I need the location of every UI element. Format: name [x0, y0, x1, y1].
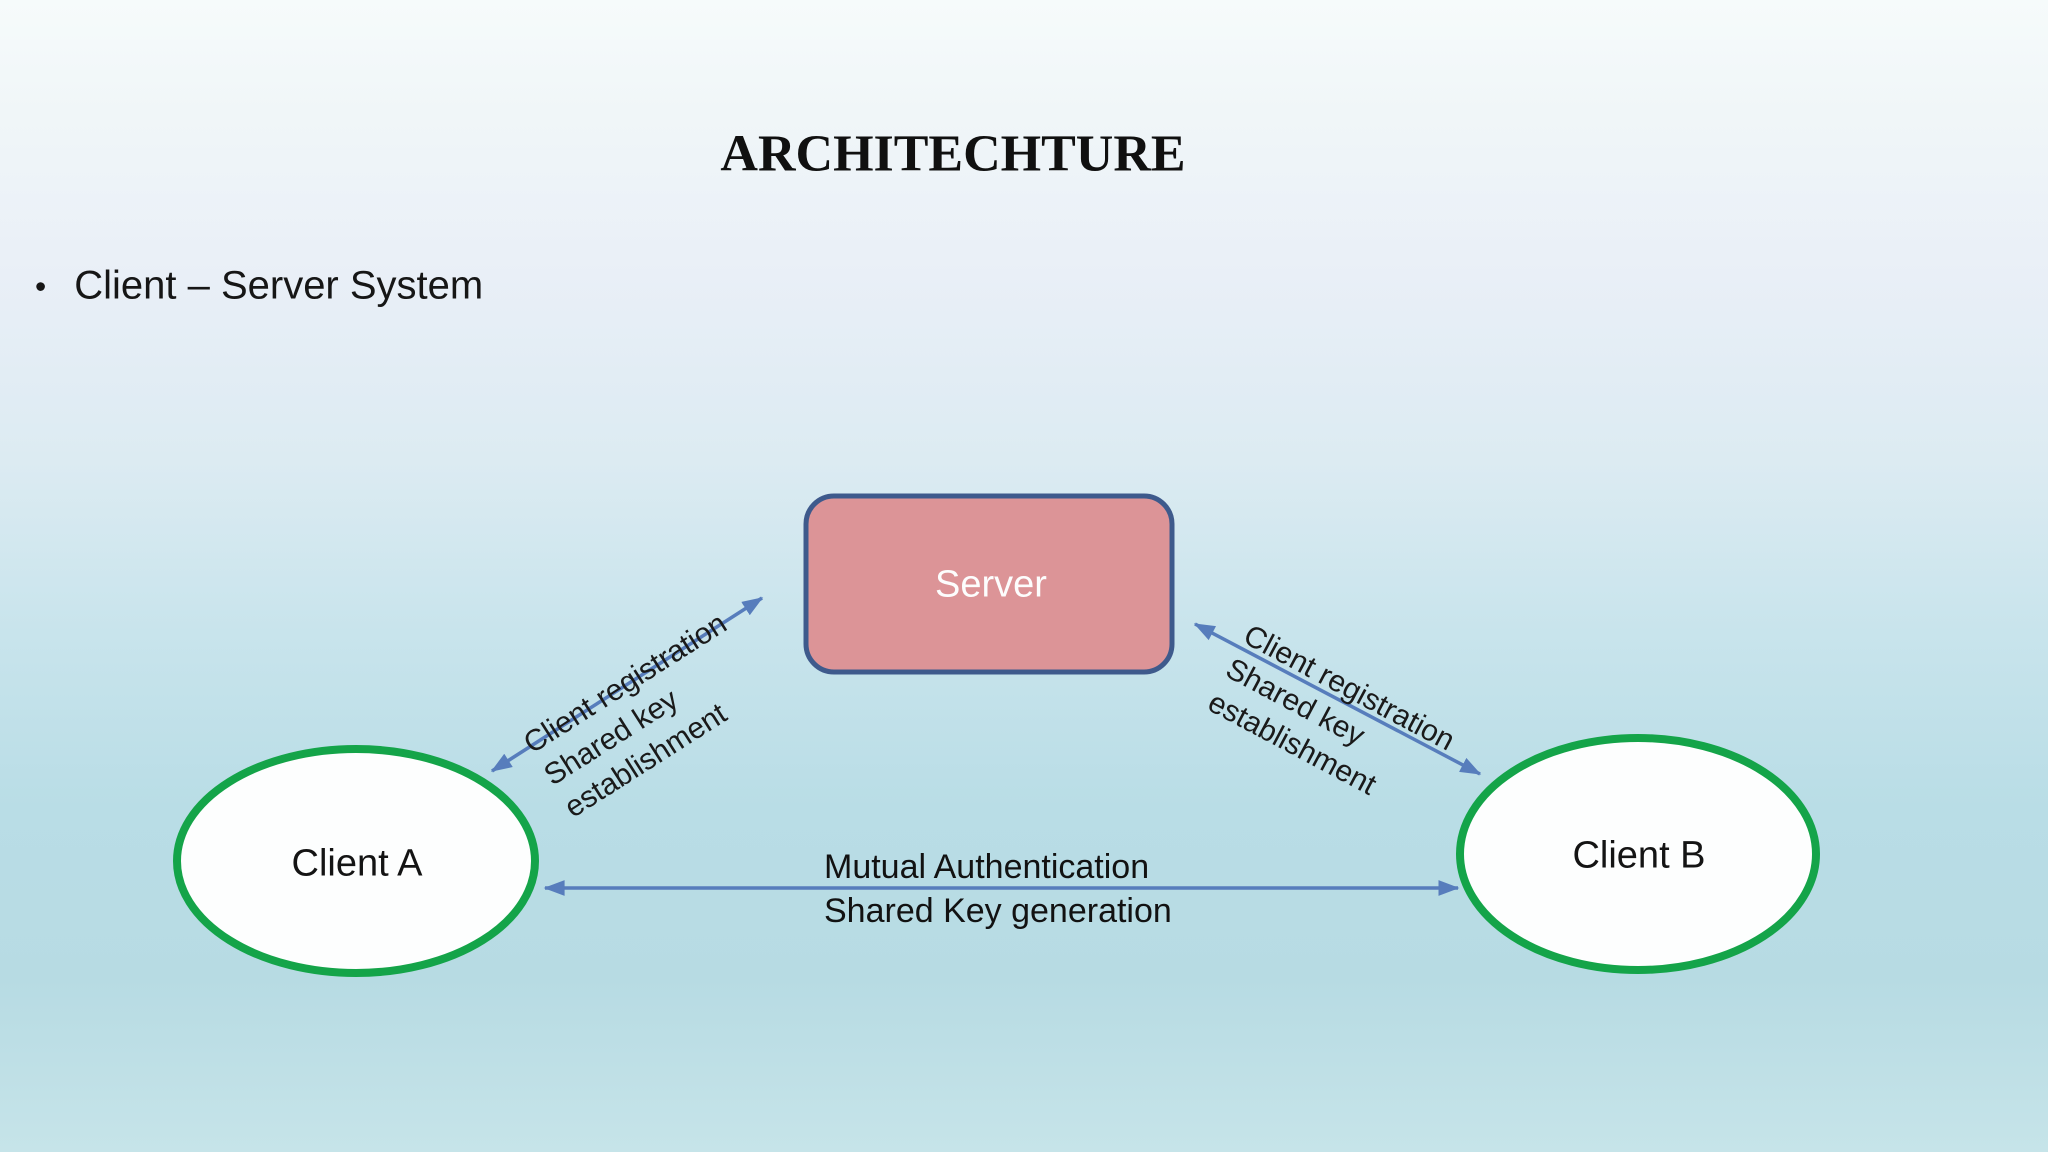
client-b-node [1456, 734, 1820, 974]
server-node [803, 493, 1175, 675]
client-a-node [173, 745, 539, 977]
link-label-shared-key-generation: Shared Key generation [824, 892, 1172, 930]
bullet-marker-icon: • [35, 268, 47, 304]
bullet-item: • Client – Server System [35, 264, 483, 309]
client-b-label: Client B [1572, 834, 1706, 877]
server-label: Server [935, 563, 1047, 606]
link-label-mutual-authentication: Mutual Authentication [824, 848, 1150, 886]
arrow-server-client-b [1193, 622, 1482, 776]
page-title: ARCHITECHTURE [720, 125, 1186, 183]
arrow-client-a-server [490, 596, 764, 773]
client-a-label: Client A [291, 842, 423, 885]
bullet-text: Client – Server System [74, 263, 484, 308]
